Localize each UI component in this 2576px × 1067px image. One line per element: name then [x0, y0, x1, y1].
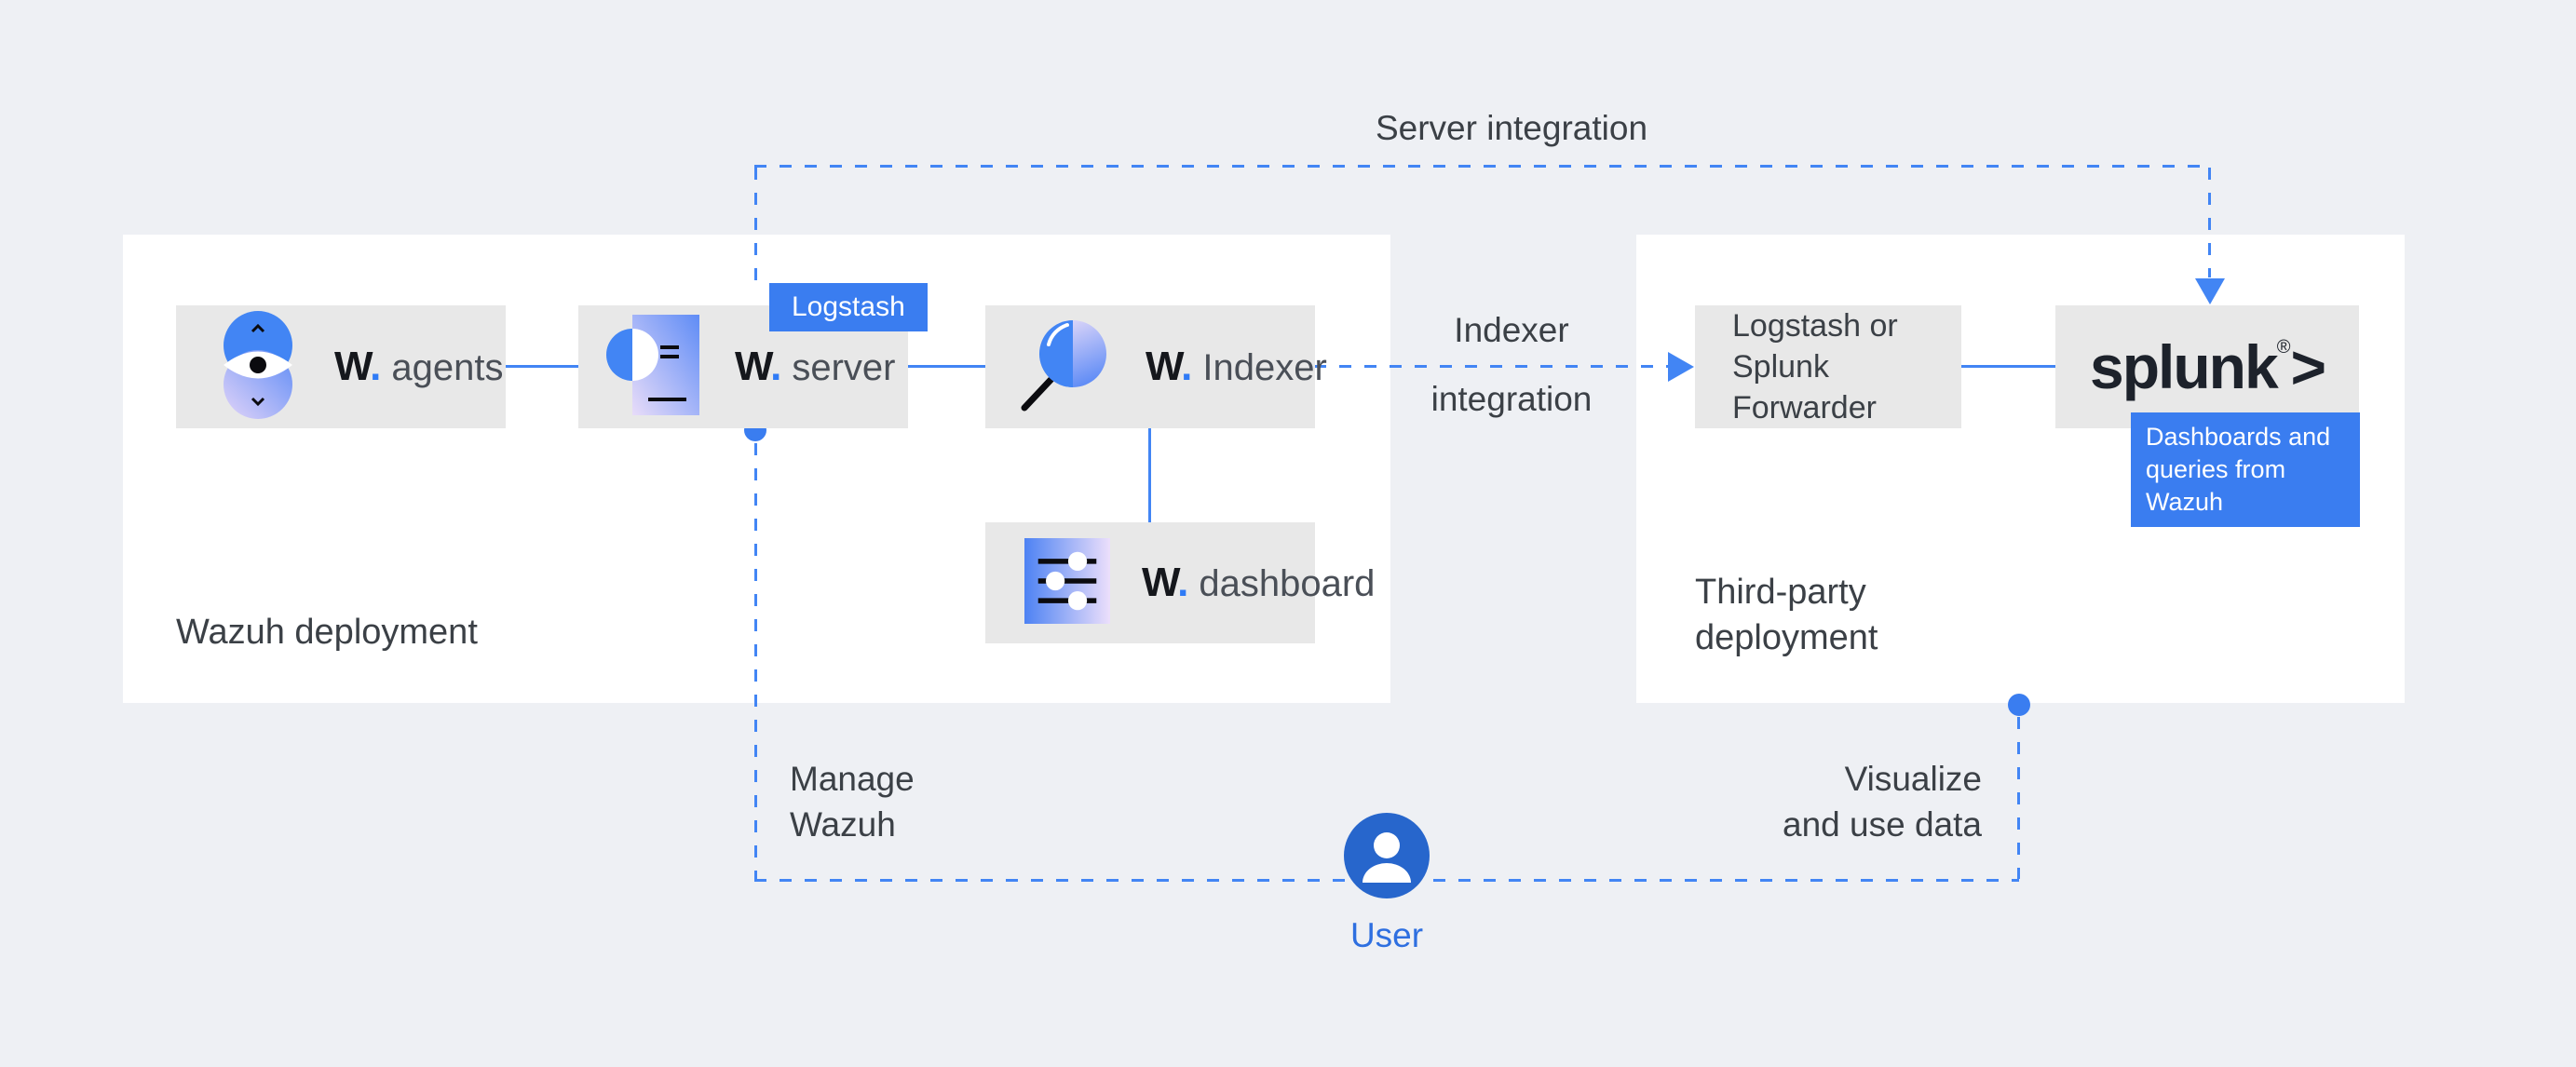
arrow-right-icon — [1668, 352, 1694, 382]
wazuh-brand: W. — [1142, 560, 1188, 605]
logstash-badge: Logstash — [769, 283, 928, 331]
wazuh-brand: W. — [334, 344, 381, 389]
user-node: User — [1344, 813, 1430, 955]
wazuh-agents-icon — [213, 310, 303, 425]
server-integration-line-top — [754, 165, 2211, 168]
connector-server-indexer — [908, 365, 985, 368]
node-splunk-forwarder: Logstash or Splunk Forwarder — [1695, 305, 1961, 428]
node-label: agents — [391, 347, 504, 388]
connector-agents-server — [506, 365, 578, 368]
server-integration-line-right — [2208, 168, 2211, 277]
connector-indexer-dashboard — [1148, 428, 1151, 522]
wazuh-deployment-label: Wazuh deployment — [176, 613, 478, 652]
connector-forwarder-splunk — [1961, 365, 2055, 368]
node-splunk: splunk®> — [2055, 305, 2359, 428]
wazuh-indexer-icon — [1013, 315, 1118, 420]
wazuh-dashboard-icon — [1024, 537, 1110, 628]
server-integration-label: Server integration — [1375, 109, 1648, 147]
dashboards-queries-badge: Dashboards and queries from Wazuh — [2131, 412, 2360, 527]
user-label: User — [1349, 916, 1424, 954]
visualize-label: Visualize and use data — [1783, 760, 1982, 844]
wazuh-brand: W. — [1146, 344, 1192, 389]
node-wazuh-indexer: W.Indexer — [985, 305, 1327, 428]
manage-wazuh-line — [754, 443, 757, 880]
indexer-integration-label-line1: Indexer — [1454, 311, 1569, 349]
third-party-deployment-label: Third-party deployment — [1695, 573, 1878, 657]
wazuh-server-icon — [604, 313, 707, 422]
indexer-integration-line — [1314, 365, 1668, 368]
arrow-down-icon — [2195, 278, 2225, 304]
node-label: dashboard — [1199, 563, 1376, 604]
logstash-badge-label: Logstash — [792, 291, 905, 322]
node-label: Indexer — [1202, 347, 1327, 388]
visualize-line — [2017, 717, 2020, 879]
server-integration-line-left — [754, 168, 757, 283]
indexer-integration-label-line2: integration — [1430, 380, 1593, 418]
splunk-logo: splunk®> — [2090, 332, 2326, 401]
wazuh-brand: W. — [735, 344, 781, 389]
node-wazuh-agents: W.agents — [176, 305, 506, 428]
node-label: server — [792, 347, 896, 388]
panel-connection-dot — [2008, 694, 2030, 716]
user-icon — [1344, 813, 1430, 903]
manage-wazuh-label: Manage Wazuh — [790, 760, 915, 844]
node-wazuh-dashboard: W. dashboard — [985, 522, 1375, 643]
forwarder-label: Logstash or Splunk Forwarder — [1732, 308, 1898, 425]
